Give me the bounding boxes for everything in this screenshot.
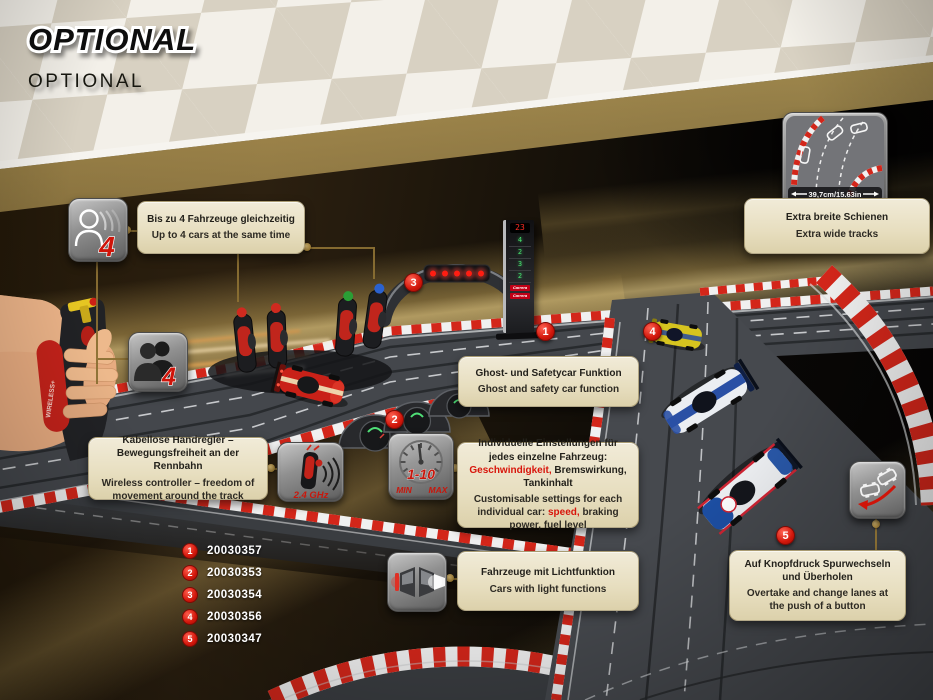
- wireless-controller-icon: 2.4 GHz: [277, 442, 344, 502]
- highlight-speed-en: speed,: [547, 507, 580, 519]
- part-number-row: 1 20030357: [182, 543, 263, 559]
- connector-dot: [267, 464, 275, 472]
- connector-line: [237, 254, 239, 302]
- callout-text-en: Cars with light functions: [489, 583, 607, 595]
- connector-dot: [451, 464, 459, 472]
- callout-lights: Fahrzeuge mit Lichtfunktion Cars with li…: [457, 551, 639, 611]
- tower-lap-display: 23: [510, 223, 530, 233]
- callout-text-de: Extra breite Schienen: [785, 212, 889, 224]
- scene-marker-2: 2: [385, 410, 404, 429]
- logo-outline-text: OPTIONAL: [25, 19, 198, 60]
- callout-overtake: Auf Knopfdruck Spurwechseln und Überhole…: [729, 550, 906, 621]
- callout-text-de: Individuelle Einstellungen für jedes ein…: [469, 438, 627, 489]
- lane-change-icon: [849, 461, 906, 519]
- connector-dot: [872, 520, 880, 528]
- gauge-min-label: MIN: [396, 485, 412, 495]
- callout-ghost-car: Ghost- und Safetycar Funktion Ghost and …: [458, 356, 639, 407]
- callout-settings: Individuelle Einstellungen für jedes ein…: [457, 438, 639, 531]
- callout-text-en: Up to 4 cars at the same time: [151, 230, 291, 241]
- connector-line: [96, 262, 98, 384]
- four-badge-2: 4: [161, 363, 176, 391]
- callout-multi-car: Bis zu 4 Fahrzeuge gleichzeitig Up to 4 …: [137, 201, 305, 254]
- frequency-label: 2.4 GHz: [293, 490, 329, 501]
- part-number-row: 2 20030353: [182, 565, 263, 581]
- four-badge: 4: [98, 231, 115, 261]
- start-lights: [427, 267, 487, 280]
- part-number-row: 5 20030347: [182, 631, 263, 647]
- scene-marker-5: 5: [776, 526, 795, 545]
- part-number-code: 20030347: [207, 633, 263, 645]
- connector-line: [303, 247, 375, 249]
- tower-position-row: 3: [509, 259, 531, 271]
- logo-fill-text: OPTIONAL: [28, 22, 197, 57]
- callout-text-de: Fahrzeuge mit Lichtfunktion: [481, 567, 615, 579]
- connector-line: [98, 358, 128, 360]
- speed-gauge-icon: 1-10 MIN MAX: [388, 433, 454, 500]
- callout-text-de: Kabellose Handregler – Bewegungsfreiheit…: [116, 435, 240, 473]
- connector-dot: [446, 574, 454, 582]
- connector-line: [875, 517, 877, 553]
- scene-marker-1: 1: [536, 322, 555, 341]
- start-gantry: [377, 264, 529, 327]
- tower-position-row: 2: [509, 271, 531, 283]
- carrera-logo: Carrera: [510, 285, 530, 291]
- highlight-speed-de: Geschwindigkeit,: [469, 464, 552, 476]
- optional-logo: OPTIONAL OPTIONAL OPTIONAL: [25, 19, 198, 93]
- carrera-logo: Carrera: [510, 293, 530, 299]
- part-number-badge: 5: [182, 631, 198, 647]
- headlights-icon: [387, 552, 447, 612]
- callout-text-en: Overtake and change lanes at the push of…: [746, 588, 889, 613]
- part-number-list: 1 20030357 2 20030353 3 20030354 4 20030…: [182, 543, 263, 654]
- part-number-row: 3 20030354: [182, 587, 263, 603]
- part-number-badge: 3: [182, 587, 198, 603]
- part-number-code: 20030356: [207, 611, 263, 623]
- multi-car-icon: 4: [68, 198, 128, 262]
- position-tower: 23 4 2 3 2 Carrera Carrera: [503, 220, 534, 333]
- gauge-max-label: MAX: [429, 485, 449, 495]
- part-number-badge: 1: [182, 543, 198, 559]
- logo-subtitle: OPTIONAL: [28, 71, 145, 92]
- callout-text-en: Ghost and safety car function: [477, 384, 620, 395]
- tower-position-row: 4: [509, 235, 531, 247]
- callout-text-en: Extra wide tracks: [795, 228, 879, 240]
- part-number-badge: 4: [182, 609, 198, 625]
- part-number-badge: 2: [182, 565, 198, 581]
- four-players-icon: 4: [128, 332, 188, 392]
- callout-text-de: Bis zu 4 Fahrzeuge gleichzeitig: [147, 213, 295, 225]
- callout-text-de: Ghost- und Safetycar Funktion: [475, 367, 622, 379]
- callout-text-de: Auf Knopfdruck Spurwechseln und Überhole…: [744, 558, 891, 583]
- tower-position-row: 2: [509, 247, 531, 259]
- part-number-code: 20030353: [207, 567, 263, 579]
- callout-text-en: Customisable settings for each individua…: [473, 494, 623, 532]
- scene-marker-3: 3: [404, 273, 423, 292]
- part-number-code: 20030357: [207, 545, 263, 557]
- scene-marker-4: 4: [643, 322, 662, 341]
- extra-wide-track-icon: 39,7cm/15.63in: [782, 112, 888, 209]
- gauge-range-label: 1-10: [407, 466, 435, 482]
- callout-wireless: Kabellose Handregler – Bewegungsfreiheit…: [88, 435, 268, 502]
- part-number-code: 20030354: [207, 589, 263, 601]
- car-white-porsche: [697, 437, 803, 535]
- callout-text-en: Wireless controller – freedom of movemen…: [101, 477, 255, 502]
- part-number-row: 4 20030356: [182, 609, 263, 625]
- connector-line: [373, 247, 375, 279]
- callout-extra-wide: Extra breite Schienen Extra wide tracks: [744, 198, 930, 254]
